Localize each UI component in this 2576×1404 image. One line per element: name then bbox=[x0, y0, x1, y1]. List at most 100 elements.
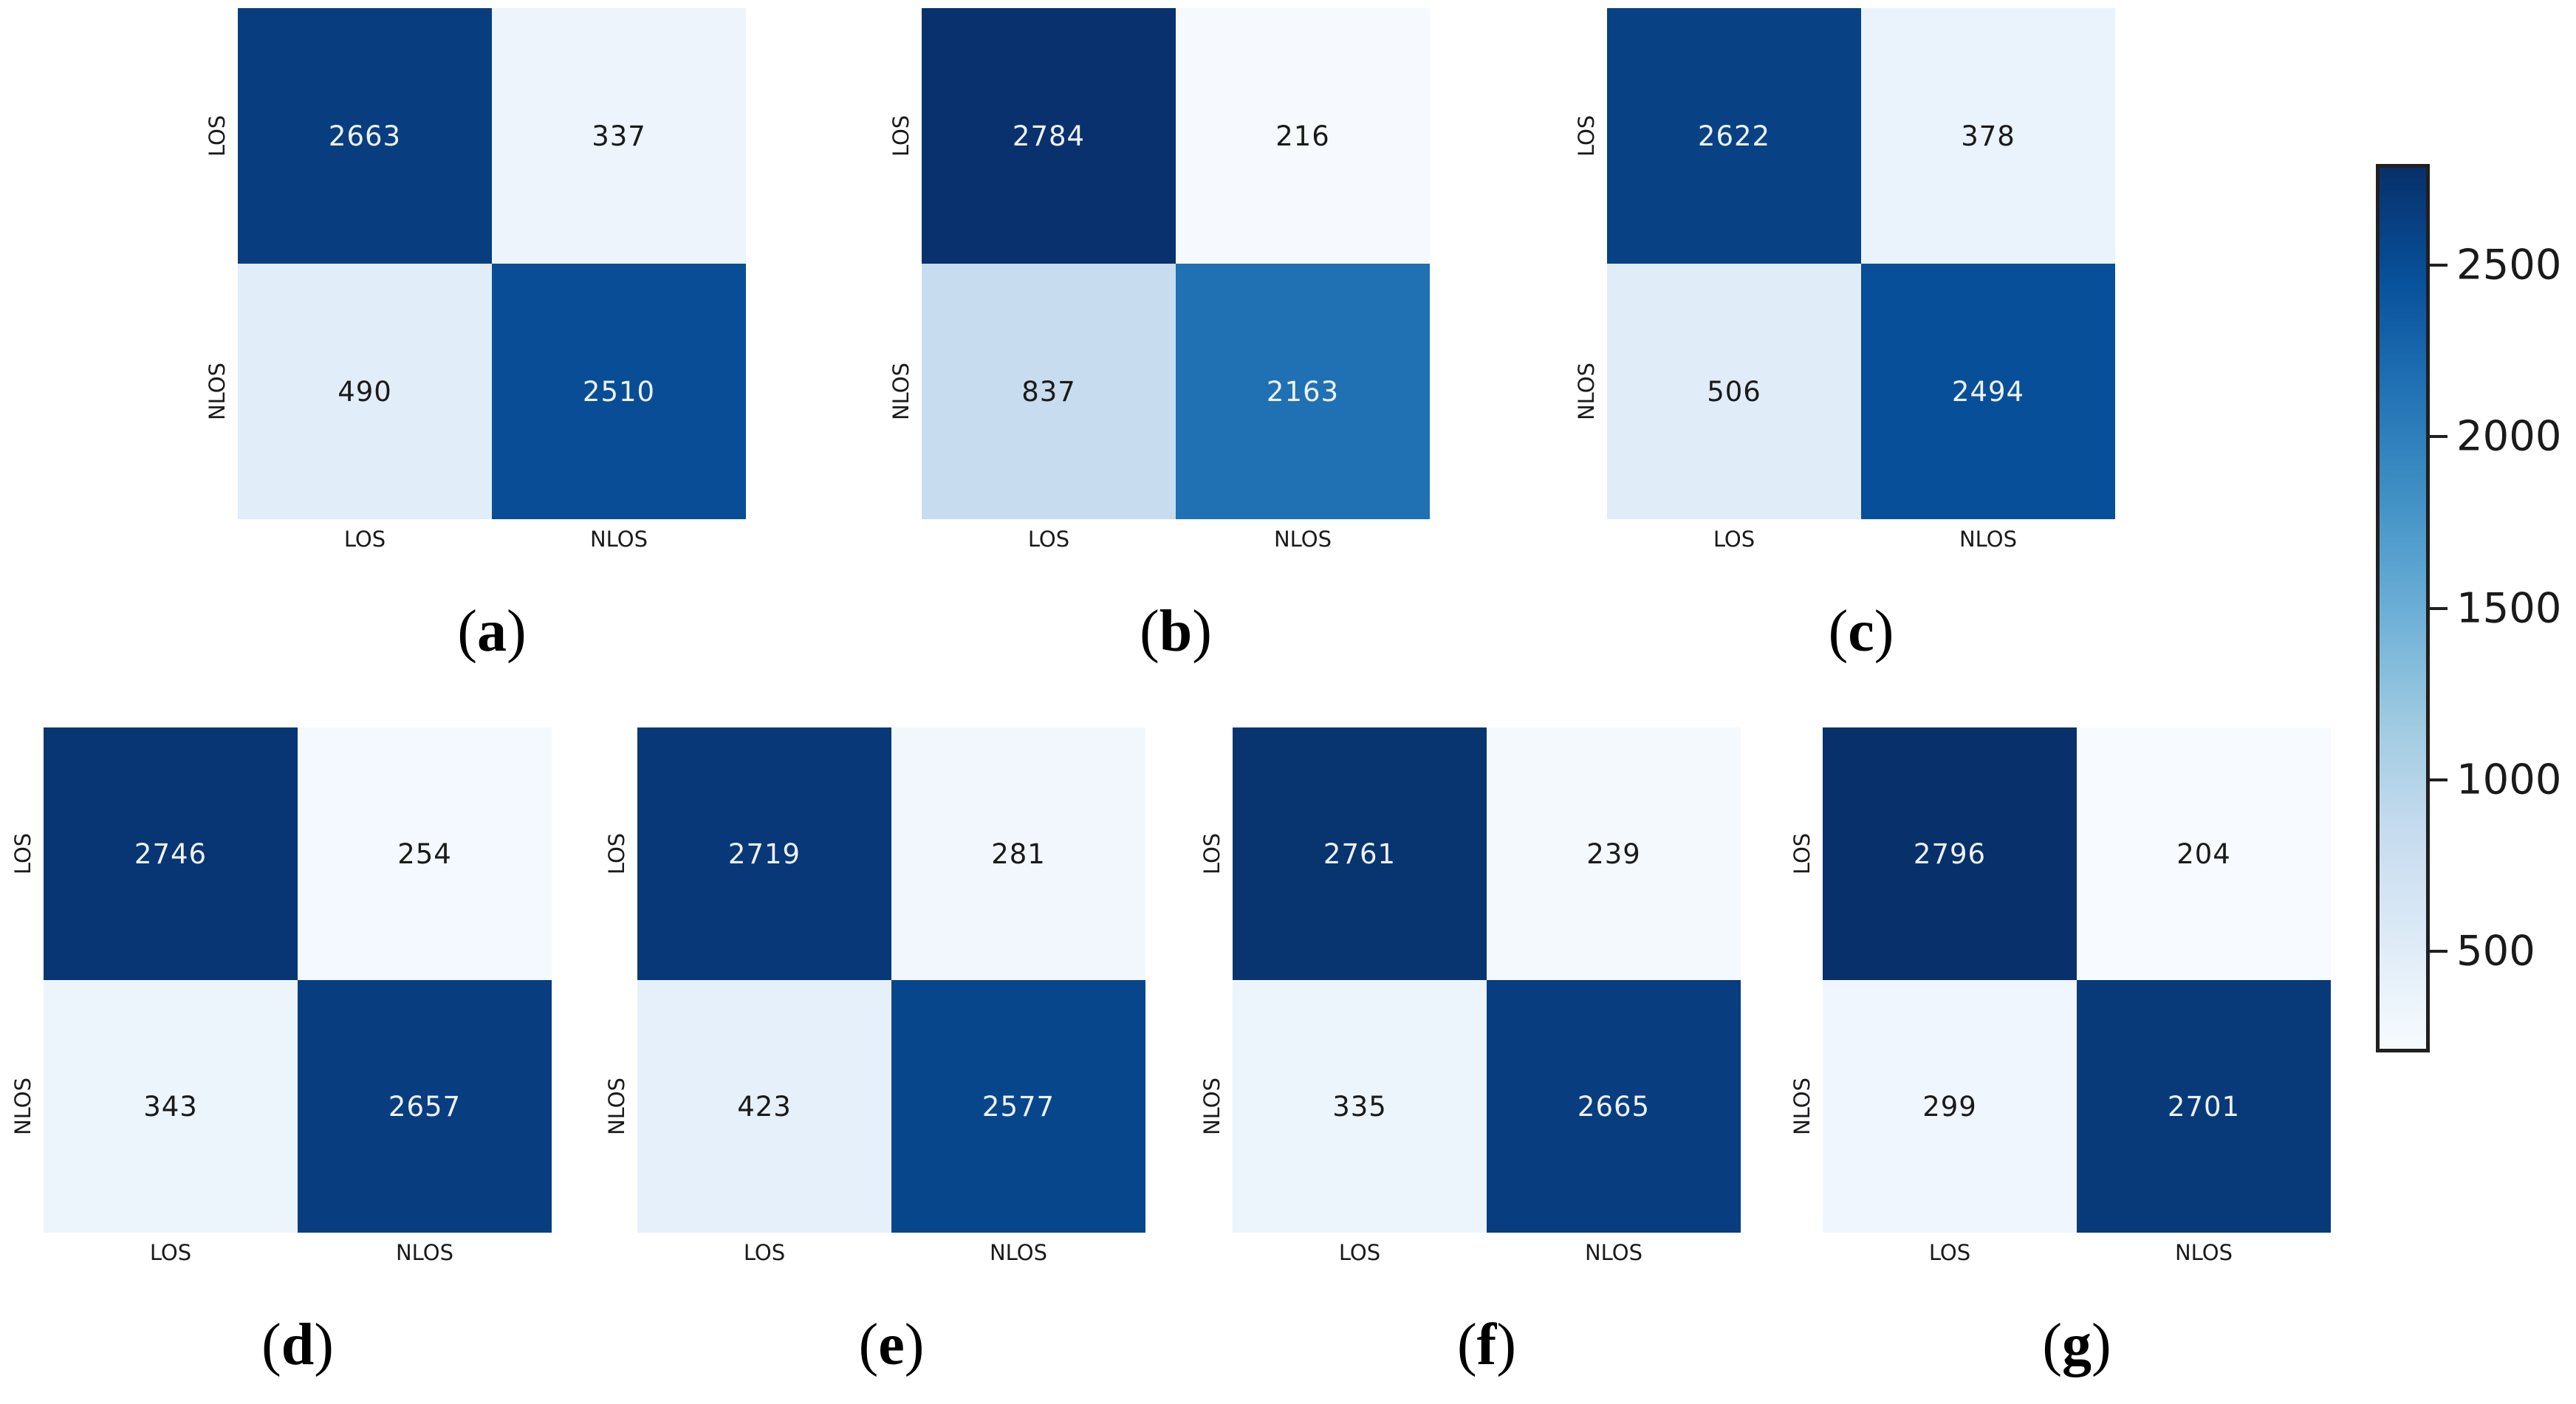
y-tick-label: NLOS bbox=[1574, 362, 1599, 421]
y-tick-label: NLOS bbox=[1199, 1077, 1224, 1136]
caption-letter: g bbox=[2062, 1312, 2092, 1377]
panel-caption: (f) bbox=[1233, 1315, 1741, 1374]
cell-value: 2701 bbox=[2167, 1090, 2241, 1123]
panel-caption: (b) bbox=[922, 602, 1430, 661]
cell-value: 216 bbox=[1275, 120, 1330, 152]
y-tick-label: LOS bbox=[1199, 832, 1224, 875]
cell-value: 2665 bbox=[1577, 1090, 1651, 1123]
y-tick-label: LOS bbox=[604, 832, 629, 875]
caption-open-paren: ( bbox=[1457, 1312, 1477, 1377]
cell-value: 239 bbox=[1586, 838, 1641, 870]
matrix-cell: 378 bbox=[1861, 8, 2115, 264]
caption-letter: a bbox=[477, 599, 507, 664]
y-tick-label: NLOS bbox=[888, 362, 914, 421]
cell-value: 2784 bbox=[1012, 120, 1086, 152]
y-tick-label: NLOS bbox=[205, 362, 230, 421]
x-tick-label: NLOS bbox=[1959, 527, 2018, 552]
caption-letter: e bbox=[878, 1312, 905, 1377]
caption-letter: b bbox=[1159, 599, 1193, 664]
caption-open-paren: ( bbox=[858, 1312, 879, 1377]
colorbar-tick bbox=[2430, 435, 2447, 439]
panel-caption: (d) bbox=[44, 1315, 552, 1374]
matrix-cell: 490 bbox=[238, 264, 492, 519]
caption-open-paren: ( bbox=[261, 1312, 281, 1377]
matrix-grid: 2784 216 837 2163 bbox=[922, 8, 1430, 519]
x-tick-label: LOS bbox=[1928, 1240, 1971, 1265]
x-axis-labels: LOS NLOS bbox=[1607, 527, 2115, 552]
matrix-grid: 2761 239 335 2665 bbox=[1233, 727, 1741, 1233]
colorbar-tick-label: 1000 bbox=[2456, 756, 2562, 804]
cell-value: 2761 bbox=[1323, 838, 1397, 870]
caption-letter: c bbox=[1848, 599, 1874, 664]
x-tick-label: LOS bbox=[1338, 1240, 1381, 1265]
matrix-cell: 239 bbox=[1487, 727, 1741, 980]
matrix-cell: 254 bbox=[298, 727, 552, 980]
matrix-cell: 2510 bbox=[492, 264, 746, 519]
y-tick-label: LOS bbox=[10, 832, 35, 875]
panel-caption: (c) bbox=[1607, 602, 2115, 661]
cell-value: 423 bbox=[737, 1090, 792, 1123]
caption-open-paren: ( bbox=[457, 599, 477, 664]
cell-value: 335 bbox=[1332, 1090, 1387, 1123]
cell-value: 2494 bbox=[1951, 375, 2025, 408]
x-tick-label: LOS bbox=[1027, 527, 1070, 552]
x-axis-labels: LOS NLOS bbox=[44, 1240, 552, 1265]
matrix-cell: 2163 bbox=[1176, 264, 1430, 519]
matrix-cell: 423 bbox=[637, 980, 891, 1233]
caption-close-paren: ) bbox=[1192, 599, 1212, 664]
cell-value: 2510 bbox=[582, 375, 656, 408]
colorbar-tick bbox=[2430, 949, 2447, 953]
x-tick-label: NLOS bbox=[989, 1240, 1048, 1265]
caption-close-paren: ) bbox=[1496, 1312, 1516, 1377]
caption-open-paren: ( bbox=[2042, 1312, 2062, 1377]
matrix-cell: 2577 bbox=[891, 980, 1145, 1233]
colorbar-tick-label: 2500 bbox=[2456, 241, 2562, 290]
y-tick-label: LOS bbox=[1789, 832, 1815, 875]
matrix-cell: 837 bbox=[922, 264, 1176, 519]
matrix-cell: 204 bbox=[2077, 727, 2331, 980]
caption-open-paren: ( bbox=[1140, 599, 1159, 664]
x-tick-label: NLOS bbox=[589, 527, 648, 552]
caption-close-paren: ) bbox=[314, 1312, 334, 1377]
colorbar-tick-label: 1500 bbox=[2456, 584, 2562, 632]
x-tick-label: LOS bbox=[1713, 527, 1755, 552]
matrix-cell: 2665 bbox=[1487, 980, 1741, 1233]
cell-value: 281 bbox=[991, 838, 1046, 870]
x-tick-label: NLOS bbox=[395, 1240, 454, 1265]
colorbar-gradient bbox=[2376, 164, 2430, 1052]
colorbar-tick bbox=[2430, 606, 2447, 610]
cell-value: 2663 bbox=[328, 120, 402, 152]
x-axis-labels: LOS NLOS bbox=[1823, 1240, 2331, 1265]
matrix-cell: 2796 bbox=[1823, 727, 2077, 980]
matrix-cell: 335 bbox=[1233, 980, 1487, 1233]
y-tick-label: NLOS bbox=[1789, 1077, 1815, 1136]
caption-close-paren: ) bbox=[904, 1312, 925, 1377]
cell-value: 837 bbox=[1021, 375, 1076, 408]
y-tick-label: LOS bbox=[205, 114, 230, 157]
cell-value: 204 bbox=[2176, 838, 2231, 870]
matrix-cell: 2784 bbox=[922, 8, 1176, 264]
caption-letter: d bbox=[281, 1312, 315, 1377]
y-tick-label: LOS bbox=[1574, 114, 1599, 157]
cell-value: 2622 bbox=[1697, 120, 1771, 152]
x-tick-label: LOS bbox=[149, 1240, 192, 1265]
x-tick-label: NLOS bbox=[2174, 1240, 2233, 1265]
matrix-cell: 506 bbox=[1607, 264, 1861, 519]
matrix-cell: 2701 bbox=[2077, 980, 2331, 1233]
y-tick-label: NLOS bbox=[604, 1077, 629, 1136]
cell-value: 506 bbox=[1707, 375, 1761, 408]
caption-close-paren: ) bbox=[507, 599, 527, 664]
matrix-cell: 299 bbox=[1823, 980, 2077, 1233]
cell-value: 2657 bbox=[388, 1090, 462, 1123]
matrix-grid: 2622 378 506 2494 bbox=[1607, 8, 2115, 519]
